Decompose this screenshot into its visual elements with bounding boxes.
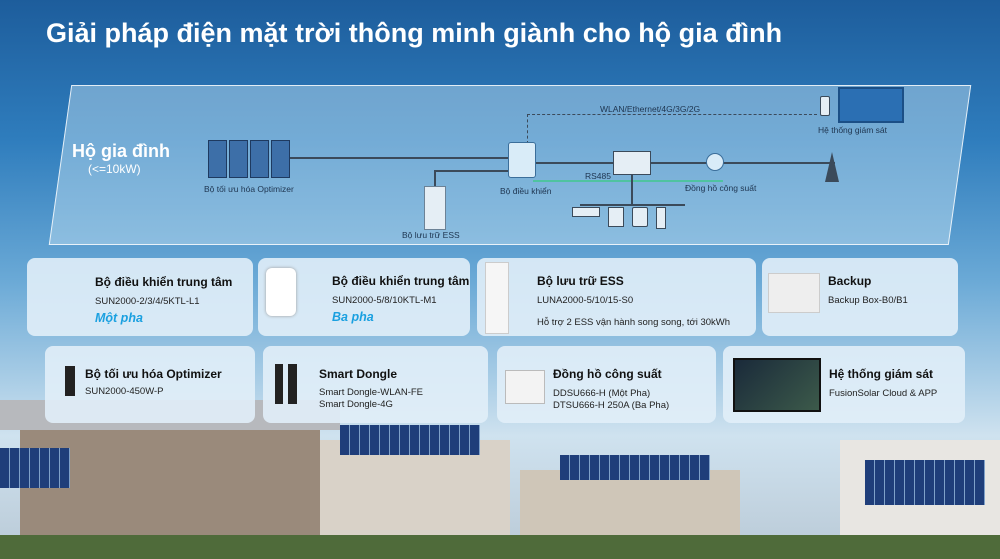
phone-icon	[820, 96, 830, 116]
card-title: Bộ tối ưu hóa Optimizer	[85, 367, 222, 381]
optimizer-image	[65, 366, 75, 396]
card-title: Đồng hồ công suất	[553, 367, 662, 381]
card-model: DDSU666-H (Một Pha)	[553, 388, 651, 399]
dongle-image	[275, 364, 297, 404]
card-model: Smart Dongle-4G	[319, 399, 393, 410]
card-power-meter[interactable]: Đồng hồ công suất DDSU666-H (Một Pha) DT…	[497, 346, 716, 423]
dc-line	[290, 157, 510, 159]
card-optimizer[interactable]: Bộ tối ưu hóa Optimizer SUN2000-450W-P	[45, 346, 255, 423]
meter-icon	[706, 153, 724, 171]
phase-label: Một pha	[95, 311, 143, 325]
card-note: Hỗ trợ 2 ESS vận hành song song, tới 30k…	[537, 317, 731, 328]
meter-image	[505, 370, 545, 404]
load-bus	[580, 204, 685, 206]
card-model: SUN2000-450W-P	[85, 386, 164, 397]
controller-label: Bộ điều khiển	[500, 186, 552, 196]
appliances-icons	[572, 207, 666, 229]
card-model: Smart Dongle-WLAN-FE	[319, 387, 423, 398]
meter-label: Đồng hồ công suất	[685, 183, 757, 193]
monitoring-label: Hệ thống giám sát	[818, 125, 887, 135]
solar-panels-center	[340, 425, 480, 455]
ess-icon	[424, 186, 446, 230]
card-controller-single-phase[interactable]: Bộ điều khiển trung tâm SUN2000-2/3/4/5K…	[27, 258, 253, 336]
card-backup[interactable]: Backup Backup Box-B0/B1	[762, 258, 958, 336]
network-line-h	[527, 114, 817, 115]
lawn	[0, 535, 1000, 559]
card-title: Bộ điều khiển trung tâm	[95, 275, 233, 289]
network-label: WLAN/Ethernet/4G/3G/2G	[600, 104, 701, 114]
card-title: Hệ thống giám sát	[829, 367, 934, 381]
card-model: Backup Box-B0/B1	[828, 295, 908, 306]
rs485-label: RS485	[585, 171, 611, 181]
power-tower-icon	[825, 152, 839, 182]
card-model: DTSU666-H 250A (Ba Pha)	[553, 400, 670, 411]
stove-icon	[608, 207, 624, 227]
card-title: Smart Dongle	[319, 367, 398, 381]
card-model: SUN2000-5/8/10KTL-M1	[332, 295, 437, 306]
monitor-image	[733, 358, 821, 412]
card-title: Backup	[828, 274, 872, 288]
load-line	[631, 175, 633, 205]
ess-label: Bộ lưu trữ ESS	[402, 230, 460, 240]
phase-label: Ba pha	[332, 310, 374, 324]
solar-panels-right	[865, 460, 985, 505]
card-title: Bộ lưu trữ ESS	[537, 274, 624, 288]
air-conditioner-icon	[572, 207, 600, 217]
distribution-box-icon	[613, 151, 651, 175]
optimizer-panels-icon	[208, 140, 290, 178]
inverter-icon	[508, 142, 536, 178]
rs485-line	[533, 180, 723, 182]
card-title: Bộ điều khiển trung tâm	[332, 274, 470, 288]
ev-charger-icon	[656, 207, 666, 229]
card-monitoring[interactable]: Hệ thống giám sát FusionSolar Cloud & AP…	[723, 346, 965, 423]
backup-box-image	[768, 273, 820, 313]
card-controller-three-phase[interactable]: Bộ điều khiển trung tâm SUN2000-5/8/10KT…	[258, 258, 470, 336]
household-label: Hộ gia đình	[72, 141, 170, 161]
card-model: SUN2000-2/3/4/5KTL-L1	[95, 296, 200, 307]
card-ess[interactable]: Bộ lưu trữ ESS LUNA2000-5/10/15-S0 Hỗ tr…	[477, 258, 756, 336]
solar-panels-mid	[560, 455, 710, 480]
ess-image	[485, 262, 509, 334]
card-model: LUNA2000-5/10/15-S0	[537, 295, 634, 306]
ess-line	[435, 170, 515, 172]
capacity-label: (<=10kW)	[88, 162, 141, 176]
inverter-image	[266, 268, 296, 316]
ess-line-v	[434, 170, 436, 186]
network-line-v	[527, 114, 528, 144]
washing-machine-icon	[632, 207, 648, 227]
card-model: FusionSolar Cloud & APP	[829, 388, 938, 399]
optimizer-label: Bộ tối ưu hóa Optimizer	[204, 184, 294, 194]
solar-panels-left	[0, 448, 70, 488]
ac-line	[535, 162, 835, 164]
page-title: Giải pháp điện mặt trời thông minh giành…	[46, 18, 783, 48]
world-map-icon	[838, 87, 904, 123]
card-smart-dongle[interactable]: Smart Dongle Smart Dongle-WLAN-FE Smart …	[263, 346, 488, 423]
